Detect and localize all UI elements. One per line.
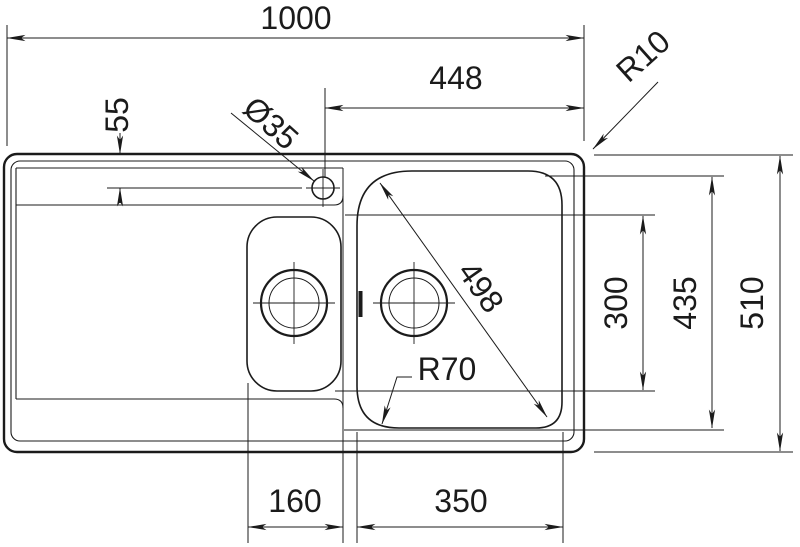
label-bowl-diagonal: 498 xyxy=(451,255,511,319)
main-bowl xyxy=(356,170,563,429)
label-small-bowl-width: 160 xyxy=(268,483,321,519)
dimension-lines xyxy=(6,34,784,531)
label-tap-offset: 55 xyxy=(99,97,135,133)
sink-inner-rim xyxy=(10,160,575,442)
overflow-mark xyxy=(358,291,363,317)
drainer-bottom-edge xyxy=(16,398,344,409)
small-bowl xyxy=(246,216,342,392)
small-bowl-drain xyxy=(253,262,335,344)
label-rim-corner-radius: R10 xyxy=(609,23,677,89)
label-main-bowl-width: 350 xyxy=(434,483,487,519)
dim-line-bowl-diagonal xyxy=(379,182,548,418)
label-overall-width: 1000 xyxy=(260,0,331,36)
label-main-bowl-length: 435 xyxy=(667,276,703,329)
leader-bowl-corner-radius xyxy=(381,376,412,425)
label-small-bowl-length: 300 xyxy=(598,276,634,329)
label-tap-hole-diameter: Ø35 xyxy=(236,89,305,156)
leader-lines xyxy=(230,81,659,425)
main-bowl-drain xyxy=(373,262,455,344)
sink-outer-frame xyxy=(2,152,586,454)
leader-rim-corner-radius xyxy=(592,81,659,150)
label-overall-depth: 510 xyxy=(734,276,770,329)
label-tap-to-right: 448 xyxy=(429,60,482,96)
label-bowl-corner-radius: R70 xyxy=(418,351,477,387)
drainer-top-edge xyxy=(16,195,344,206)
leader-tap-hole-diameter xyxy=(230,112,315,182)
